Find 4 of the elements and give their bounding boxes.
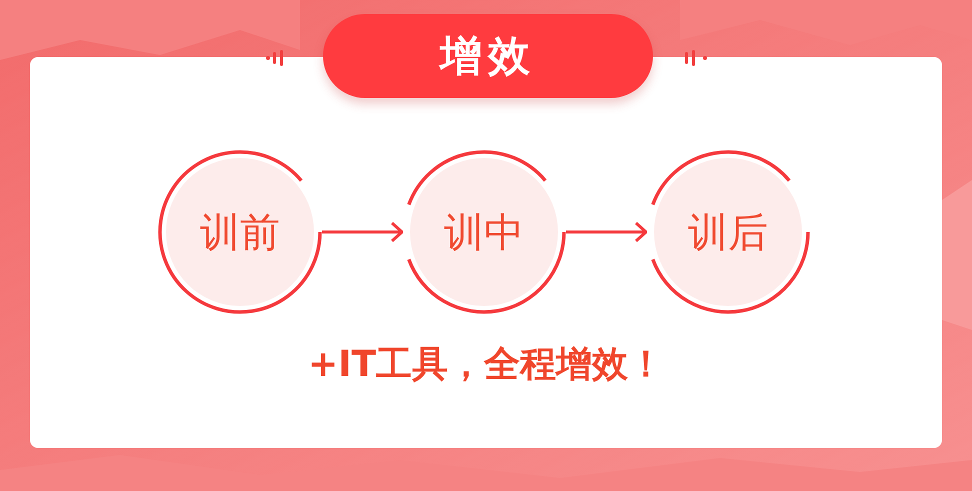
arrow — [322, 222, 404, 242]
slogan-text: +IT工具，全程增效！ — [306, 343, 666, 387]
title-banner: 增效 — [323, 14, 653, 98]
arrow — [566, 222, 648, 242]
